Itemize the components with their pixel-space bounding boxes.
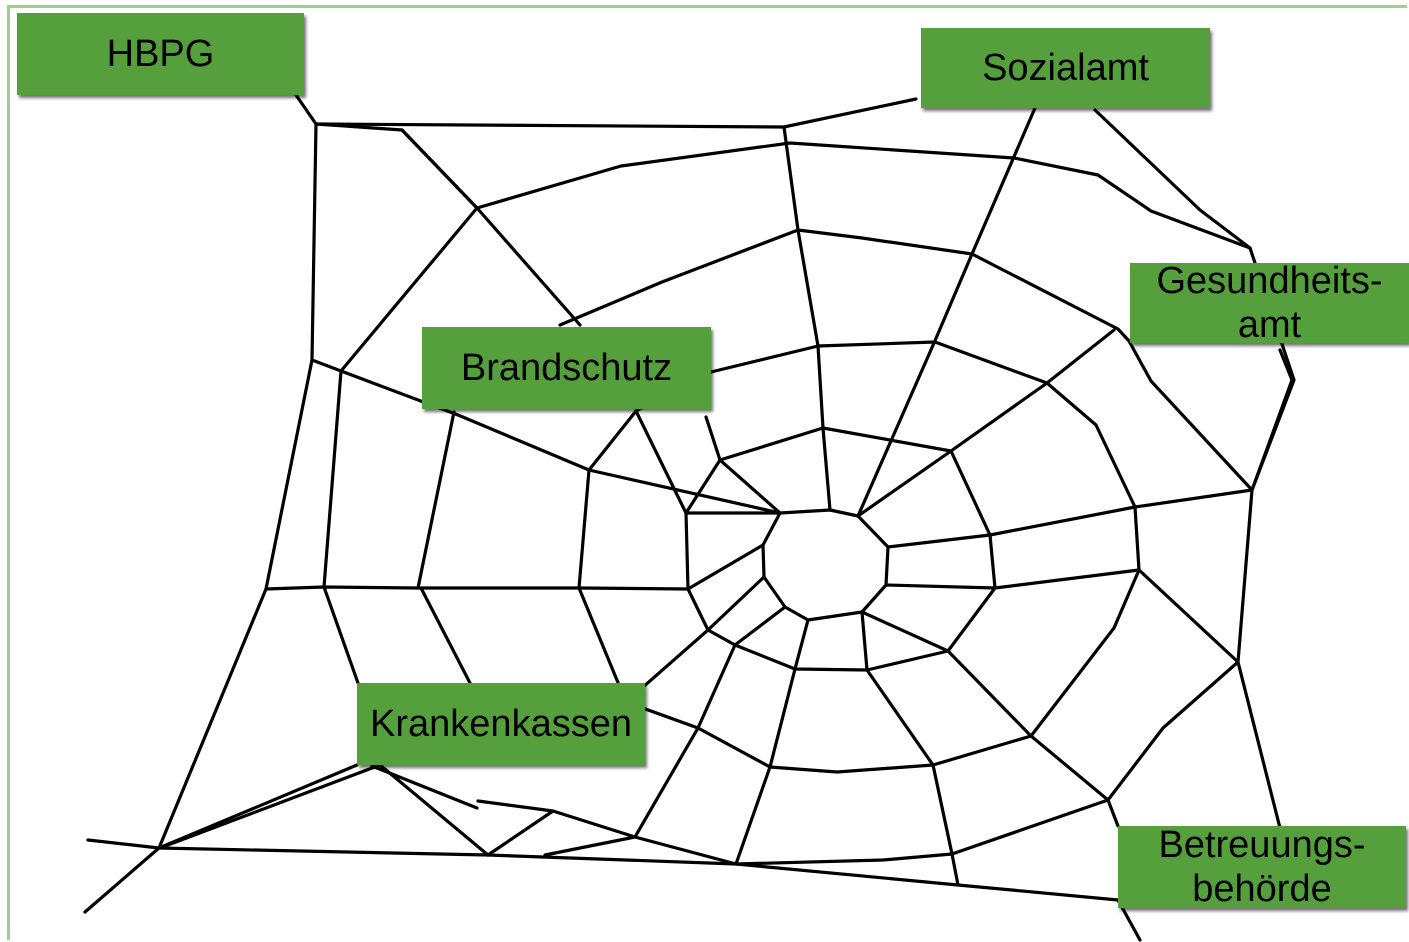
stakeholder-hbpg-label: HBPG <box>106 33 215 75</box>
web-thread <box>476 228 1254 866</box>
web-thread <box>83 543 765 914</box>
web-thread <box>416 410 456 590</box>
web-thread <box>761 508 890 622</box>
stakeholder-sozialamt-label: Sozialamt <box>982 46 1149 89</box>
web-thread <box>884 568 1282 830</box>
web-thread <box>860 610 960 887</box>
web-thread <box>543 605 787 857</box>
web-thread <box>294 93 782 515</box>
web-thread <box>704 415 782 515</box>
web-thread <box>86 838 1142 942</box>
web-thread <box>158 763 490 857</box>
stakeholder-krankenkassen: Krankenkassen <box>357 683 645 765</box>
web-thread <box>419 586 472 685</box>
stakeholder-brandschutz-label: Brandschutz <box>460 346 673 389</box>
web-thread <box>684 426 997 672</box>
web-thread <box>624 575 766 704</box>
stakeholder-betreuungsbehoerde: Betreuungs- behörde <box>1118 824 1406 910</box>
web-thread <box>264 358 314 591</box>
stakeholder-gesundheitsamt-label-line1: Gesundheits- <box>1156 260 1383 302</box>
web-thread <box>734 618 810 866</box>
web-thread <box>475 206 582 327</box>
stakeholder-betreuungsbehoerde-label-line1: Betreuungs- <box>1158 824 1366 866</box>
web-thread <box>486 809 555 857</box>
stakeholder-krankenkassen-label: Krankenkassen <box>370 702 632 745</box>
stakeholder-betreuungsbehoerde-label-line2: behörde <box>1192 868 1332 910</box>
stakeholder-hbpg: HBPG <box>17 13 304 95</box>
diagram-frame <box>7 5 1407 940</box>
stakeholder-gesundheitsamt-label-line2: amt <box>1237 304 1302 346</box>
web-thread <box>1250 348 1294 492</box>
web-thread <box>157 763 359 850</box>
web-thread <box>782 97 918 512</box>
web-thread <box>314 122 786 129</box>
stakeholder-gesundheitsamt: Gesundheits- amt <box>1130 260 1409 346</box>
stakeholder-brandschutz: Brandschutz <box>422 327 711 409</box>
web-thread <box>856 106 1037 518</box>
web-thread <box>860 610 1120 828</box>
web-thread <box>856 328 1116 518</box>
web-thread <box>322 369 360 685</box>
web-thread <box>886 108 1296 549</box>
stakeholder-sozialamt: Sozialamt <box>921 28 1210 108</box>
